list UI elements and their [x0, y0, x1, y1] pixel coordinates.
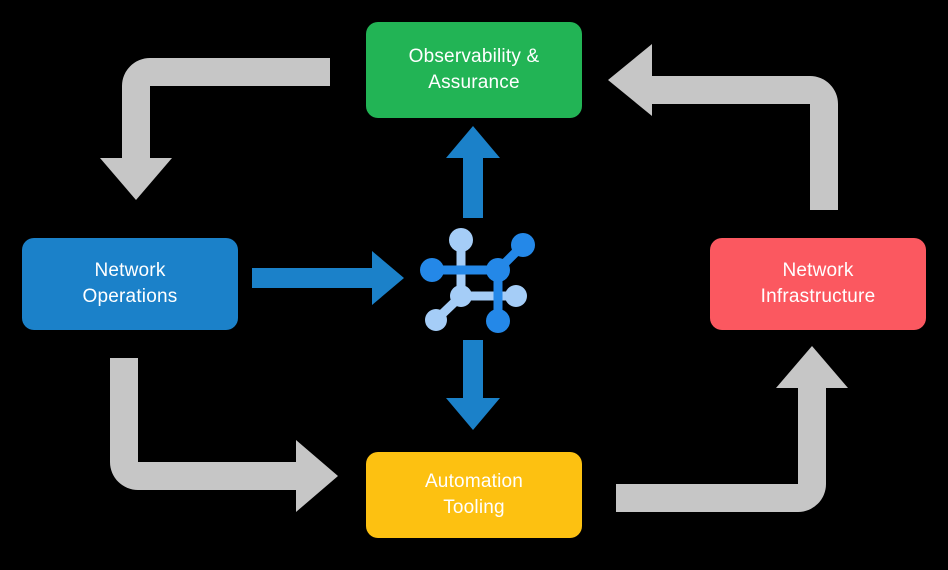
node-label-network-operations: Network Operations — [82, 260, 178, 307]
connector-center-to-observability — [446, 126, 500, 218]
topology-light-nodes — [425, 228, 527, 331]
node-automation-tooling[interactable]: Automation Tooling — [366, 452, 582, 538]
node-label-observability-assurance: Observability & Assurance — [408, 46, 540, 93]
network-topology-icon — [420, 228, 535, 333]
connector-network-operations-to-automation-tooling — [110, 358, 338, 512]
node-label-network-infrastructure: Network Infrastructure — [760, 260, 876, 307]
connector-network-infrastructure-to-observability — [608, 44, 838, 210]
node-network-infrastructure[interactable]: Network Infrastructure — [710, 238, 926, 330]
node-network-operations[interactable]: Network Operations — [22, 238, 238, 330]
node-observability-assurance[interactable]: Observability & Assurance — [366, 22, 582, 118]
connector-observability-to-network-operations — [100, 58, 330, 200]
connector-network-operations-to-center — [252, 251, 404, 305]
connector-center-to-automation-tooling — [446, 340, 500, 430]
topology-dark-nodes — [420, 233, 535, 333]
node-label-automation-tooling: Automation Tooling — [424, 471, 524, 518]
connector-automation-tooling-to-network-infrastructure — [616, 346, 848, 512]
